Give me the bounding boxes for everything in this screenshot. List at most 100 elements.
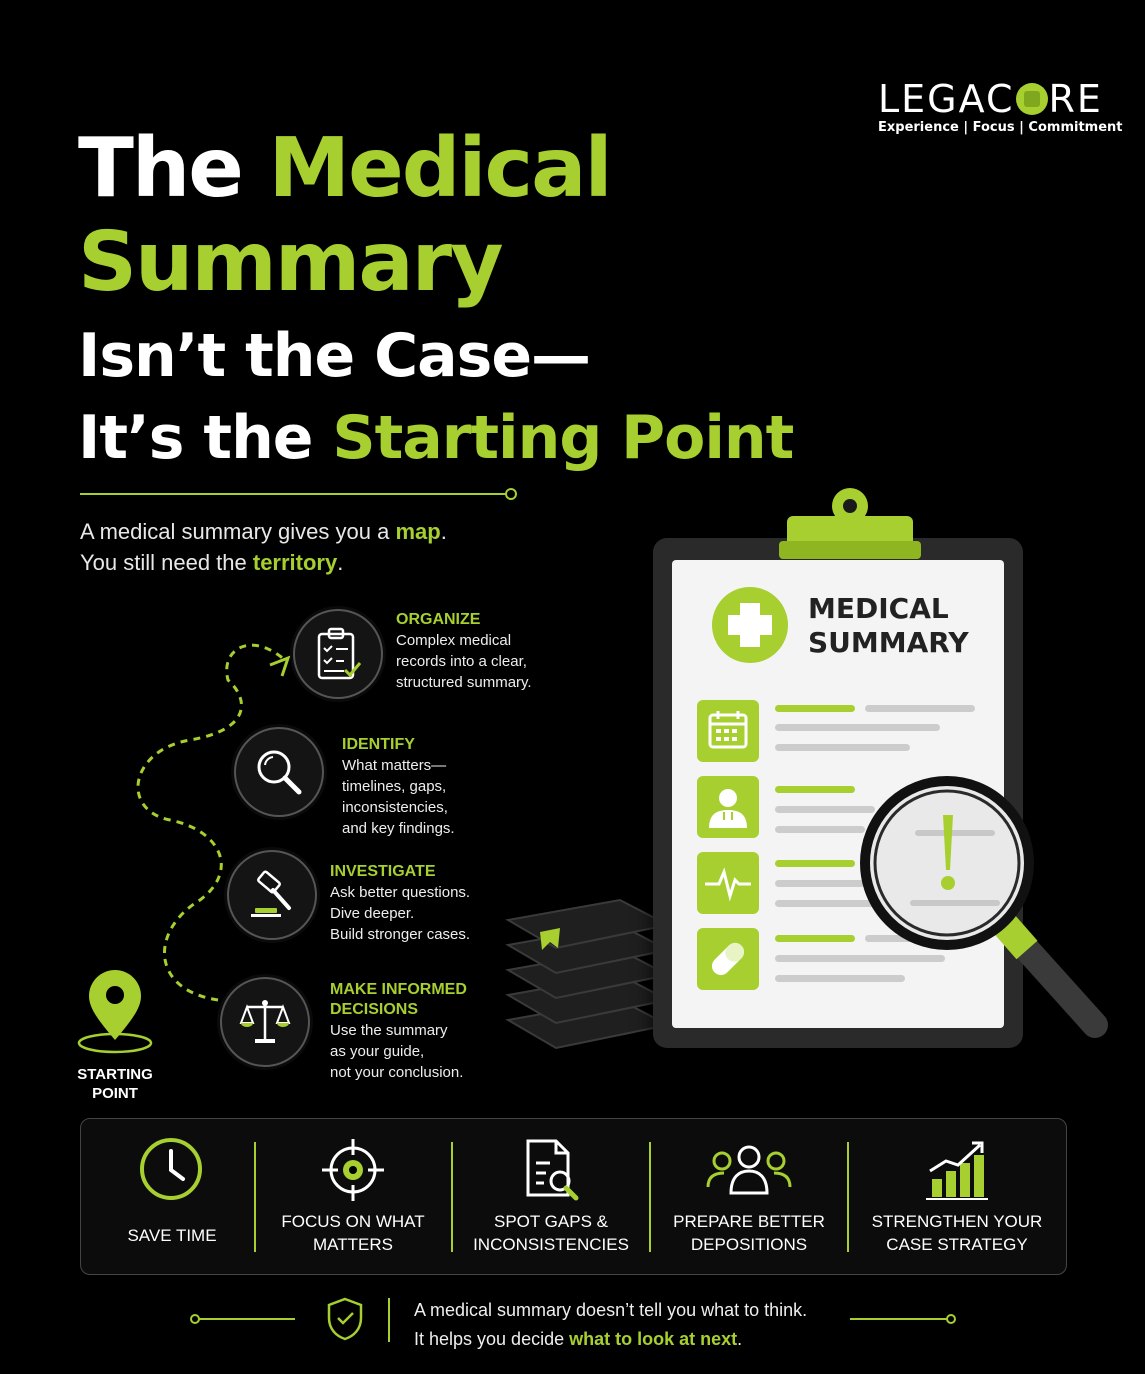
step-text: not your conclusion. — [330, 1064, 464, 1081]
row-text-line — [775, 955, 945, 962]
doctor-icon — [709, 789, 747, 828]
headline-divider — [80, 493, 508, 495]
bar-divider — [649, 1142, 651, 1252]
step-title: DECISIONS — [330, 1001, 419, 1018]
clipboard-clip-icon — [779, 488, 921, 559]
headline-line-1: The Medical — [78, 128, 613, 210]
step-text: What matters— — [342, 757, 447, 774]
step-title: MAKE INFORMED — [330, 981, 467, 998]
step-investigate: INVESTIGATE Ask better questions. Dive d… — [330, 862, 470, 945]
divider-dot — [505, 488, 517, 500]
magnifying-glass-icon — [860, 776, 1108, 1038]
benefit-depositions: PREPARE BETTER DEPOSITIONS — [651, 1130, 847, 1265]
benefit-focus: FOCUS ON WHAT MATTERS — [256, 1130, 450, 1265]
row-text-line — [775, 900, 875, 907]
intro-text: A medical summary gives you a map. You s… — [80, 516, 447, 578]
step-identify: IDENTIFY What matters— timelines, gaps, … — [342, 735, 455, 839]
start-label-line: STARTING — [77, 1066, 153, 1083]
headline-white: It’s the — [78, 403, 333, 473]
clock-icon — [140, 1138, 202, 1200]
benefit-label: PREPARE BETTER — [673, 1212, 825, 1231]
row-accent-line — [775, 860, 855, 867]
footer-dot-right — [946, 1314, 956, 1324]
logo-word-end: RE — [1048, 77, 1103, 121]
location-pin-icon — [77, 970, 153, 1054]
intro-emphasis: territory — [252, 550, 338, 575]
medical-cross-icon — [712, 587, 788, 663]
step-text: records into a clear, — [396, 653, 527, 670]
intro-text-part: You still need the — [80, 550, 253, 575]
step-text: Use the summary — [330, 1022, 448, 1039]
step-organize: ORGANIZE Complex medical records into a … — [396, 610, 532, 693]
headline-lime: Medical — [268, 121, 612, 216]
dashed-path — [136, 643, 291, 1002]
headline-white: The — [78, 121, 269, 216]
intro-emphasis: map — [395, 519, 441, 544]
people-icon — [706, 1145, 792, 1195]
row-accent-line — [775, 935, 855, 942]
benefit-save-time: SAVE TIME — [90, 1130, 254, 1265]
row-accent-line — [775, 786, 855, 793]
magnifier-icon — [257, 750, 302, 795]
start-label-line: POINT — [92, 1085, 138, 1102]
headline-line-4: It’s the Starting Point — [78, 408, 794, 468]
footer-line: It helps you decide — [414, 1329, 570, 1349]
footer-text: A medical summary doesn’t tell you what … — [414, 1296, 807, 1354]
intro-text-part: . — [440, 519, 447, 544]
benefit-label: INCONSISTENCIES — [473, 1235, 629, 1254]
benefit-strategy: STRENGTHEN YOUR CASE STRATEGY — [849, 1130, 1065, 1265]
step-title: INVESTIGATE — [330, 863, 436, 880]
row-text-line — [865, 705, 975, 712]
intro-text-part: A medical summary gives you a — [80, 519, 396, 544]
step-text: timelines, gaps, — [342, 778, 447, 795]
benefit-label: STRENGTHEN YOUR — [871, 1212, 1043, 1231]
logo-word-start: LEGAC — [878, 77, 1015, 121]
row-icon-box — [697, 852, 759, 914]
logo-wordmark: LEGAC RE — [878, 80, 1103, 118]
heartbeat-icon — [705, 867, 751, 902]
pill-icon — [711, 942, 745, 976]
gavel-icon — [251, 870, 291, 917]
logo-tagline: Experience | Focus | Commitment — [878, 120, 1123, 135]
benefit-label: CASE STRATEGY — [886, 1235, 1028, 1254]
row-text-line — [775, 975, 905, 982]
step-icon-circle — [234, 727, 324, 817]
benefit-spot-gaps: SPOT GAPS & INCONSISTENCIES — [453, 1130, 649, 1265]
row-icon-box — [697, 776, 759, 838]
intro-text-part: . — [337, 550, 344, 575]
footer-line-right — [850, 1318, 950, 1320]
bar-divider — [451, 1142, 453, 1252]
step-text: structured summary. — [396, 674, 532, 691]
footer-divider — [388, 1298, 390, 1342]
row-text-line — [775, 744, 910, 751]
bar-divider — [254, 1142, 256, 1252]
row-icon-box — [697, 700, 759, 762]
benefit-label: MATTERS — [313, 1235, 393, 1254]
step-text: Dive deeper. — [330, 905, 415, 922]
row-text-line — [775, 880, 865, 887]
step-text: and key findings. — [342, 820, 455, 837]
step-text: Ask better questions. — [330, 884, 471, 901]
headline-line-2: Summary — [78, 215, 504, 310]
step-text: inconsistencies, — [342, 799, 448, 816]
document-search-icon — [526, 1139, 579, 1201]
step-text: as your guide, — [330, 1043, 425, 1060]
shield-check-icon — [327, 1297, 363, 1341]
row-accent-line — [775, 705, 855, 712]
step-icon-circle — [220, 977, 310, 1067]
footer-line: A medical summary doesn’t tell you what … — [414, 1300, 808, 1320]
benefit-label: FOCUS ON WHAT — [281, 1212, 425, 1231]
step-icon-circle — [293, 609, 383, 699]
row-text-line — [775, 724, 940, 731]
clipboard-title: MEDICAL SUMMARY — [808, 592, 969, 660]
headline-line-3: Isn’t the Case— — [78, 321, 591, 391]
step-decide: MAKE INFORMED DECISIONS Use the summary … — [330, 980, 467, 1083]
footer-line: . — [737, 1329, 743, 1349]
row-text-line — [775, 826, 865, 833]
bar-divider — [847, 1142, 849, 1252]
row-text-line — [775, 806, 875, 813]
benefit-label: DEPOSITIONS — [690, 1235, 808, 1254]
arrow-head-icon — [269, 655, 291, 677]
growth-chart-icon — [926, 1141, 988, 1200]
footer-line-left — [195, 1318, 295, 1320]
